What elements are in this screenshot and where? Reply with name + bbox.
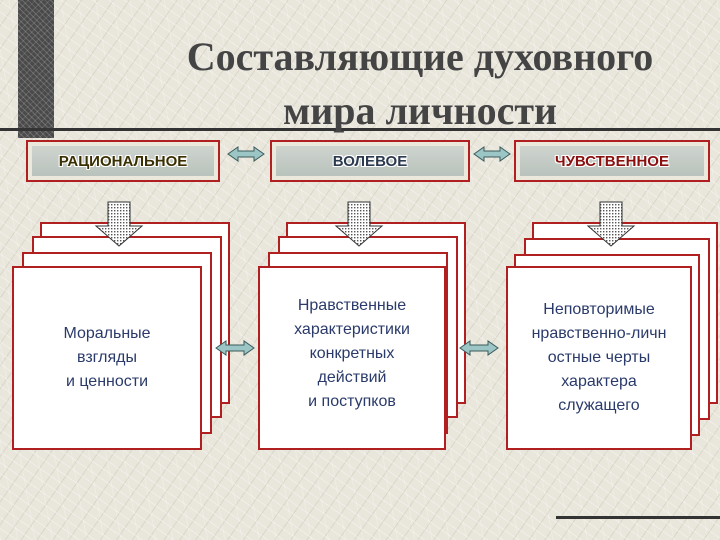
- slide-title: Составляющие духовного мира личности: [186, 34, 654, 133]
- header-rational-label: РАЦИОНАЛЬНОЕ: [58, 152, 188, 170]
- decorative-sidebar-block: [18, 0, 54, 138]
- header-emotional-label: ЧУВСТВЕННОЕ: [555, 152, 669, 170]
- down-arrow-icon: [334, 201, 384, 247]
- double-arrow-icon: [473, 146, 511, 162]
- content-card-rational: Моральные взгляды и ценности: [12, 266, 202, 450]
- double-arrow-icon: [215, 340, 255, 356]
- header-volitional: ВОЛЕВОЕ: [270, 140, 470, 182]
- content-card-emotional: Неповторимые нравственно-личн остные чер…: [506, 266, 692, 450]
- content-volitional-text: Нравственные характеристики конкретных д…: [294, 297, 410, 410]
- header-rational: РАЦИОНАЛЬНОЕ: [26, 140, 220, 182]
- content-rational-text: Моральные взгляды и ценности: [63, 325, 151, 390]
- down-arrow-icon: [94, 201, 144, 247]
- header-volitional-label: ВОЛЕВОЕ: [332, 152, 408, 170]
- footer-divider: [556, 516, 720, 519]
- double-arrow-icon: [459, 340, 499, 356]
- content-card-volitional: Нравственные характеристики конкретных д…: [258, 266, 446, 450]
- header-emotional: ЧУВСТВЕННОЕ: [514, 140, 710, 182]
- down-arrow-icon: [586, 201, 636, 247]
- double-arrow-icon: [227, 146, 265, 162]
- title-divider: [0, 128, 720, 131]
- content-emotional-text: Неповторимые нравственно-личн остные чер…: [531, 301, 667, 414]
